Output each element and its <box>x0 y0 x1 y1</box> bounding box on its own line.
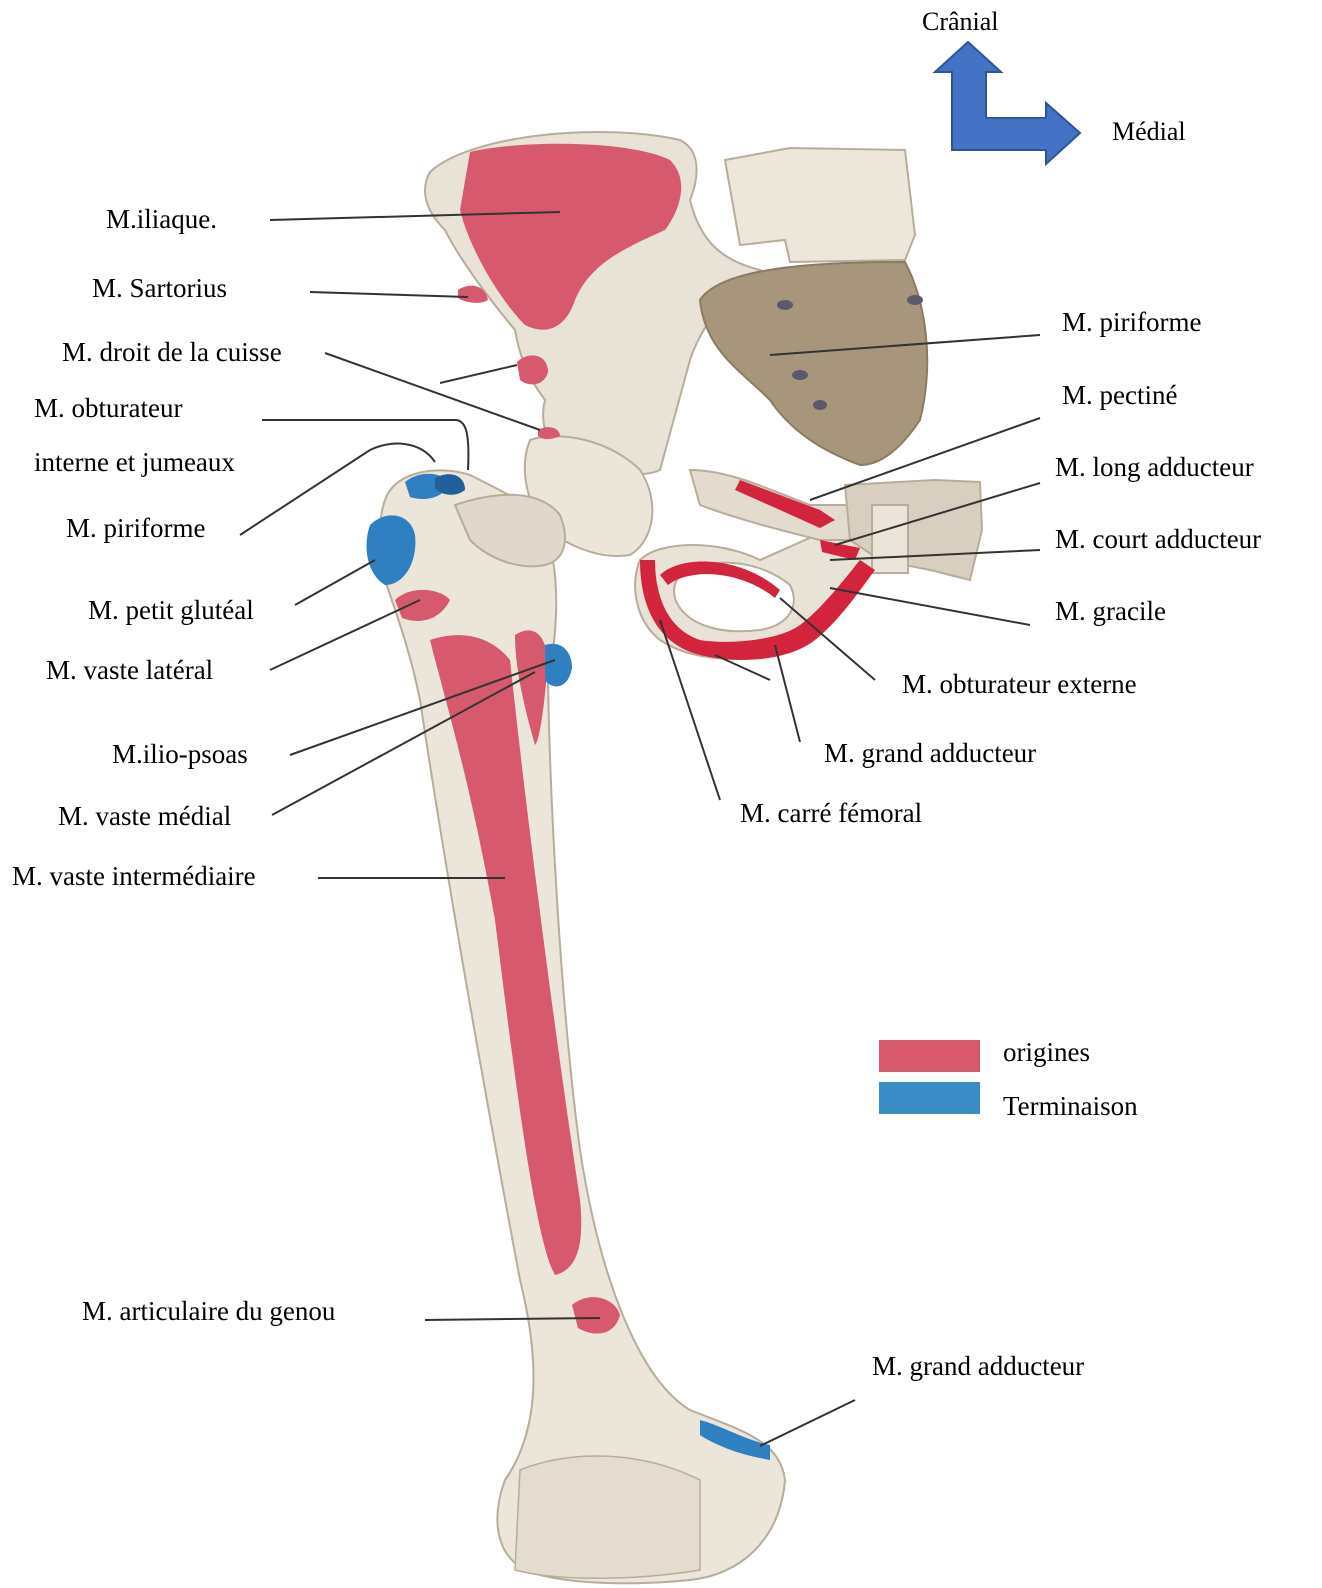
orientation-arrow <box>935 42 1080 164</box>
label-petit-gluteal: M. petit glutéal <box>88 594 254 626</box>
label-obturateur-interne-2: interne et jumeaux <box>34 446 235 478</box>
label-vaste-medial: M. vaste médial <box>58 800 231 832</box>
label-obturateur-interne-1: M. obturateur <box>34 392 182 424</box>
legend-origins-label: origines <box>1003 1036 1090 1068</box>
label-ilio-psoas: M.ilio-psoas <box>112 738 248 770</box>
label-vaste-intermediaire: M. vaste intermédiaire <box>12 860 256 892</box>
label-vaste-lateral: M. vaste latéral <box>46 654 213 686</box>
label-obturateur-externe: M. obturateur externe <box>902 668 1137 700</box>
orientation-medial-label: Médial <box>1112 116 1186 148</box>
label-long-adducteur: M. long adducteur <box>1055 451 1254 483</box>
label-piriforme-left: M. piriforme <box>66 512 205 544</box>
legend-insertion-label: Terminaison <box>1003 1090 1138 1122</box>
label-carre-femoral: M. carré fémoral <box>740 797 922 829</box>
rectus-femoris-origin <box>517 355 548 384</box>
label-piriforme-right: M. piriforme <box>1062 306 1201 338</box>
label-articulaire-genou: M. articulaire du genou <box>82 1295 335 1327</box>
label-droit-cuisse: M. droit de la cuisse <box>62 336 282 368</box>
label-iliaque: M.iliaque. <box>106 203 217 235</box>
label-grand-adducteur-upper: M. grand adducteur <box>824 737 1036 769</box>
orientation-cranial-label: Crânial <box>922 6 999 38</box>
legend-insertion-swatch <box>879 1082 980 1114</box>
label-court-adducteur: M. court adducteur <box>1055 523 1261 555</box>
legend-origins-swatch <box>879 1040 980 1072</box>
label-pectine: M. pectiné <box>1062 379 1177 411</box>
iliopsoas-insertion <box>545 644 572 687</box>
label-grand-adducteur-lower: M. grand adducteur <box>872 1350 1084 1382</box>
label-gracile: M. gracile <box>1055 595 1166 627</box>
label-sartorius: M. Sartorius <box>92 272 227 304</box>
